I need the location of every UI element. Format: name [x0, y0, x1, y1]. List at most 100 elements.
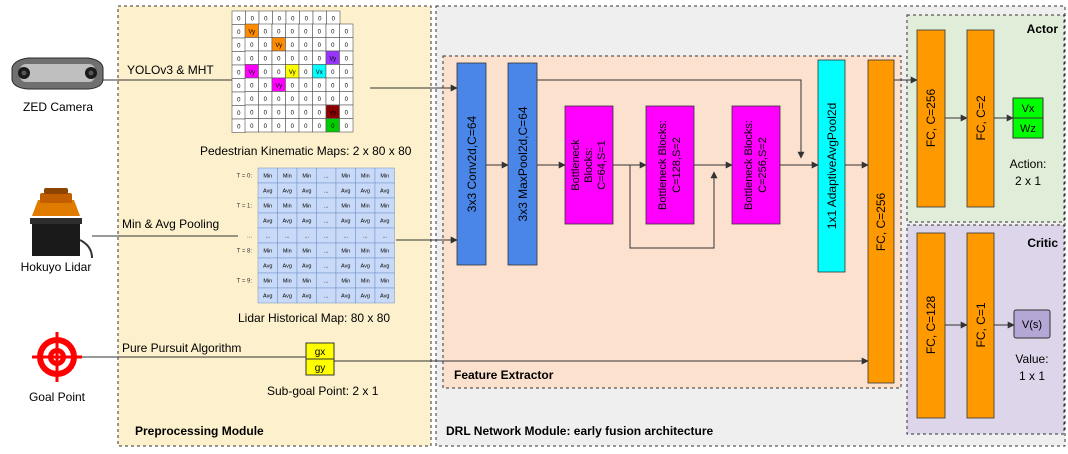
- lidar-cell-text: Avg: [341, 264, 350, 270]
- conv2d-label: 3x3 Conv2d,C=64: [465, 115, 479, 212]
- critic-value-cell: [1013, 309, 1051, 339]
- lidar-cell-text: Min: [341, 279, 350, 285]
- kinematic-cell-text: 0: [304, 43, 308, 49]
- lidar-cell: [374, 287, 395, 304]
- actor-wz-cell: [1012, 117, 1044, 139]
- lidar-cell-text: Avg: [341, 294, 350, 300]
- kinematic-back-cell-text: 0: [237, 16, 241, 22]
- pooling-label: Min & Avg Pooling: [122, 217, 219, 231]
- lidar-cell-text: Avg: [380, 294, 389, 300]
- critic-caption-line1: Value:: [1015, 352, 1048, 366]
- actor-fc1-label: FC, C=256: [924, 88, 938, 147]
- lidar-cell-text: Avg: [263, 189, 272, 195]
- kinematic-back-cell-text: 0: [237, 57, 241, 63]
- lidar-cell-text: Avg: [263, 219, 272, 225]
- kinematic-cell-text: 0: [291, 110, 295, 116]
- lidar-cell-text: Min: [341, 174, 350, 180]
- kinematic-cell-text: Vy: [329, 110, 336, 116]
- subgoal-gy-text: gy: [315, 363, 326, 374]
- critic-fc1-block: [916, 232, 946, 419]
- kinematic-cell-text: 0: [264, 29, 268, 35]
- lidar-cell-text: Avg: [361, 294, 370, 300]
- kinematic-cell-text: 0: [264, 83, 268, 89]
- lidar-cell-text: Min: [361, 204, 370, 210]
- kinematic-back-cell-text: 0: [264, 16, 268, 22]
- actor-caption-line2: 2 x 1: [1015, 174, 1041, 188]
- lidar-cell-text: Min: [283, 279, 292, 285]
- lidar-time-label: ...: [247, 234, 252, 240]
- lidar-cell-text: Min: [361, 174, 370, 180]
- kinematic-cell-text: 0: [250, 124, 254, 130]
- kinematic-cell-text: 0: [277, 110, 281, 116]
- kinematic-back-cell-text: 0: [332, 16, 336, 22]
- kinematic-cell-text: 0: [318, 110, 322, 116]
- lidar-cell-text: Min: [263, 174, 272, 180]
- actor-fc1-block: [916, 29, 946, 208]
- kinematic-cell-text: 0: [345, 97, 349, 103]
- kinematic-cell-text: 0: [291, 97, 295, 103]
- kinematic-cell-text: Vy: [329, 56, 336, 62]
- kinematic-cell-text: 0: [304, 56, 308, 62]
- pursuit-label: Pure Pursuit Algorithm: [122, 341, 241, 355]
- adaptive-avgpool-label: 1x1 AdaptiveAvgPool2d: [825, 103, 839, 230]
- kinematic-cell-text: 0: [331, 70, 335, 76]
- bottleneck-2-line2: C=128,S=2: [671, 137, 683, 193]
- lidar-cell-text: Min: [302, 204, 311, 210]
- lidar-cell-text: Avg: [302, 219, 311, 225]
- hokuyo-lidar-label: Hokuyo Lidar: [21, 260, 92, 274]
- kinematic-cell-text: 0: [291, 43, 295, 49]
- lidar-cell-text: ...: [324, 174, 329, 180]
- kinematic-cell: [339, 118, 354, 133]
- lidar-cell-text: Avg: [263, 264, 272, 270]
- kinematic-cell-text: 0: [250, 56, 254, 62]
- kinematic-back-cell-text: 0: [237, 70, 241, 76]
- kinematic-cell-text: 0: [264, 110, 268, 116]
- kinematic-cell-text: 0: [345, 56, 349, 62]
- kinematic-cell-text: 0: [250, 43, 254, 49]
- yolo-mht-label: YOLOv3 & MHT: [127, 63, 214, 77]
- fc-main-block: [867, 59, 895, 384]
- kinematic-cell-text: 0: [345, 70, 349, 76]
- kinematic-back-cell-text: 0: [291, 16, 295, 22]
- kinematic-cell-text: 0: [318, 124, 322, 130]
- actor-vx-text: Vx: [1022, 103, 1035, 115]
- preprocessing-module-label: Preprocessing Module: [135, 424, 264, 438]
- kinematic-cell-text: 0: [291, 29, 295, 35]
- critic-fc2-block: [966, 232, 995, 419]
- kinematic-cell-text: 0: [345, 29, 349, 35]
- kinematic-back-cell-text: 0: [318, 16, 322, 22]
- kinematic-cell-text: 0: [264, 70, 268, 76]
- lidar-cell-text: Avg: [283, 189, 292, 195]
- critic-fc1-label: FC, C=128: [924, 295, 938, 354]
- conv2d-block: [456, 62, 487, 266]
- lidar-cell-text: Avg: [380, 264, 389, 270]
- lidar-cell-text: ...: [324, 219, 329, 225]
- lidar-cell-text: Avg: [283, 219, 292, 225]
- lidar-time-label: T = 8:: [237, 249, 253, 255]
- lidar-time-label: T = 0:: [237, 174, 253, 180]
- adaptive-avgpool-block: [817, 59, 846, 273]
- goal-target-icon: [32, 332, 82, 382]
- subgoal-caption: Sub-goal Point: 2 x 1: [267, 384, 379, 398]
- kinematic-cell-text: Vx: [316, 70, 323, 76]
- lidar-cell-text: Min: [283, 204, 292, 210]
- lidar-cell-text: Min: [380, 204, 389, 210]
- kinematic-back-cell-text: 0: [237, 111, 241, 117]
- lidar-cell-text: Min: [283, 249, 292, 255]
- lidar-cell-text: Min: [380, 249, 389, 255]
- goal-point-label: Goal Point: [29, 390, 86, 404]
- lidar-cell-text: Avg: [302, 294, 311, 300]
- lidar-cell-text: Min: [361, 279, 370, 285]
- kinematic-cell-text: 0: [345, 124, 349, 130]
- kinematic-cell-text: Vy: [248, 29, 255, 35]
- lidar-cell-text: ...: [324, 249, 329, 255]
- lidar-cell-text: ...: [324, 234, 329, 240]
- hokuyo-lidar-icon: [30, 188, 93, 259]
- kinematic-cell-text: 0: [331, 83, 335, 89]
- subgoal-gx-text: gx: [315, 347, 326, 358]
- zed-camera-label: ZED Camera: [23, 100, 93, 114]
- kinematic-cell-text: 0: [318, 83, 322, 89]
- lidar-cell-text: Min: [380, 174, 389, 180]
